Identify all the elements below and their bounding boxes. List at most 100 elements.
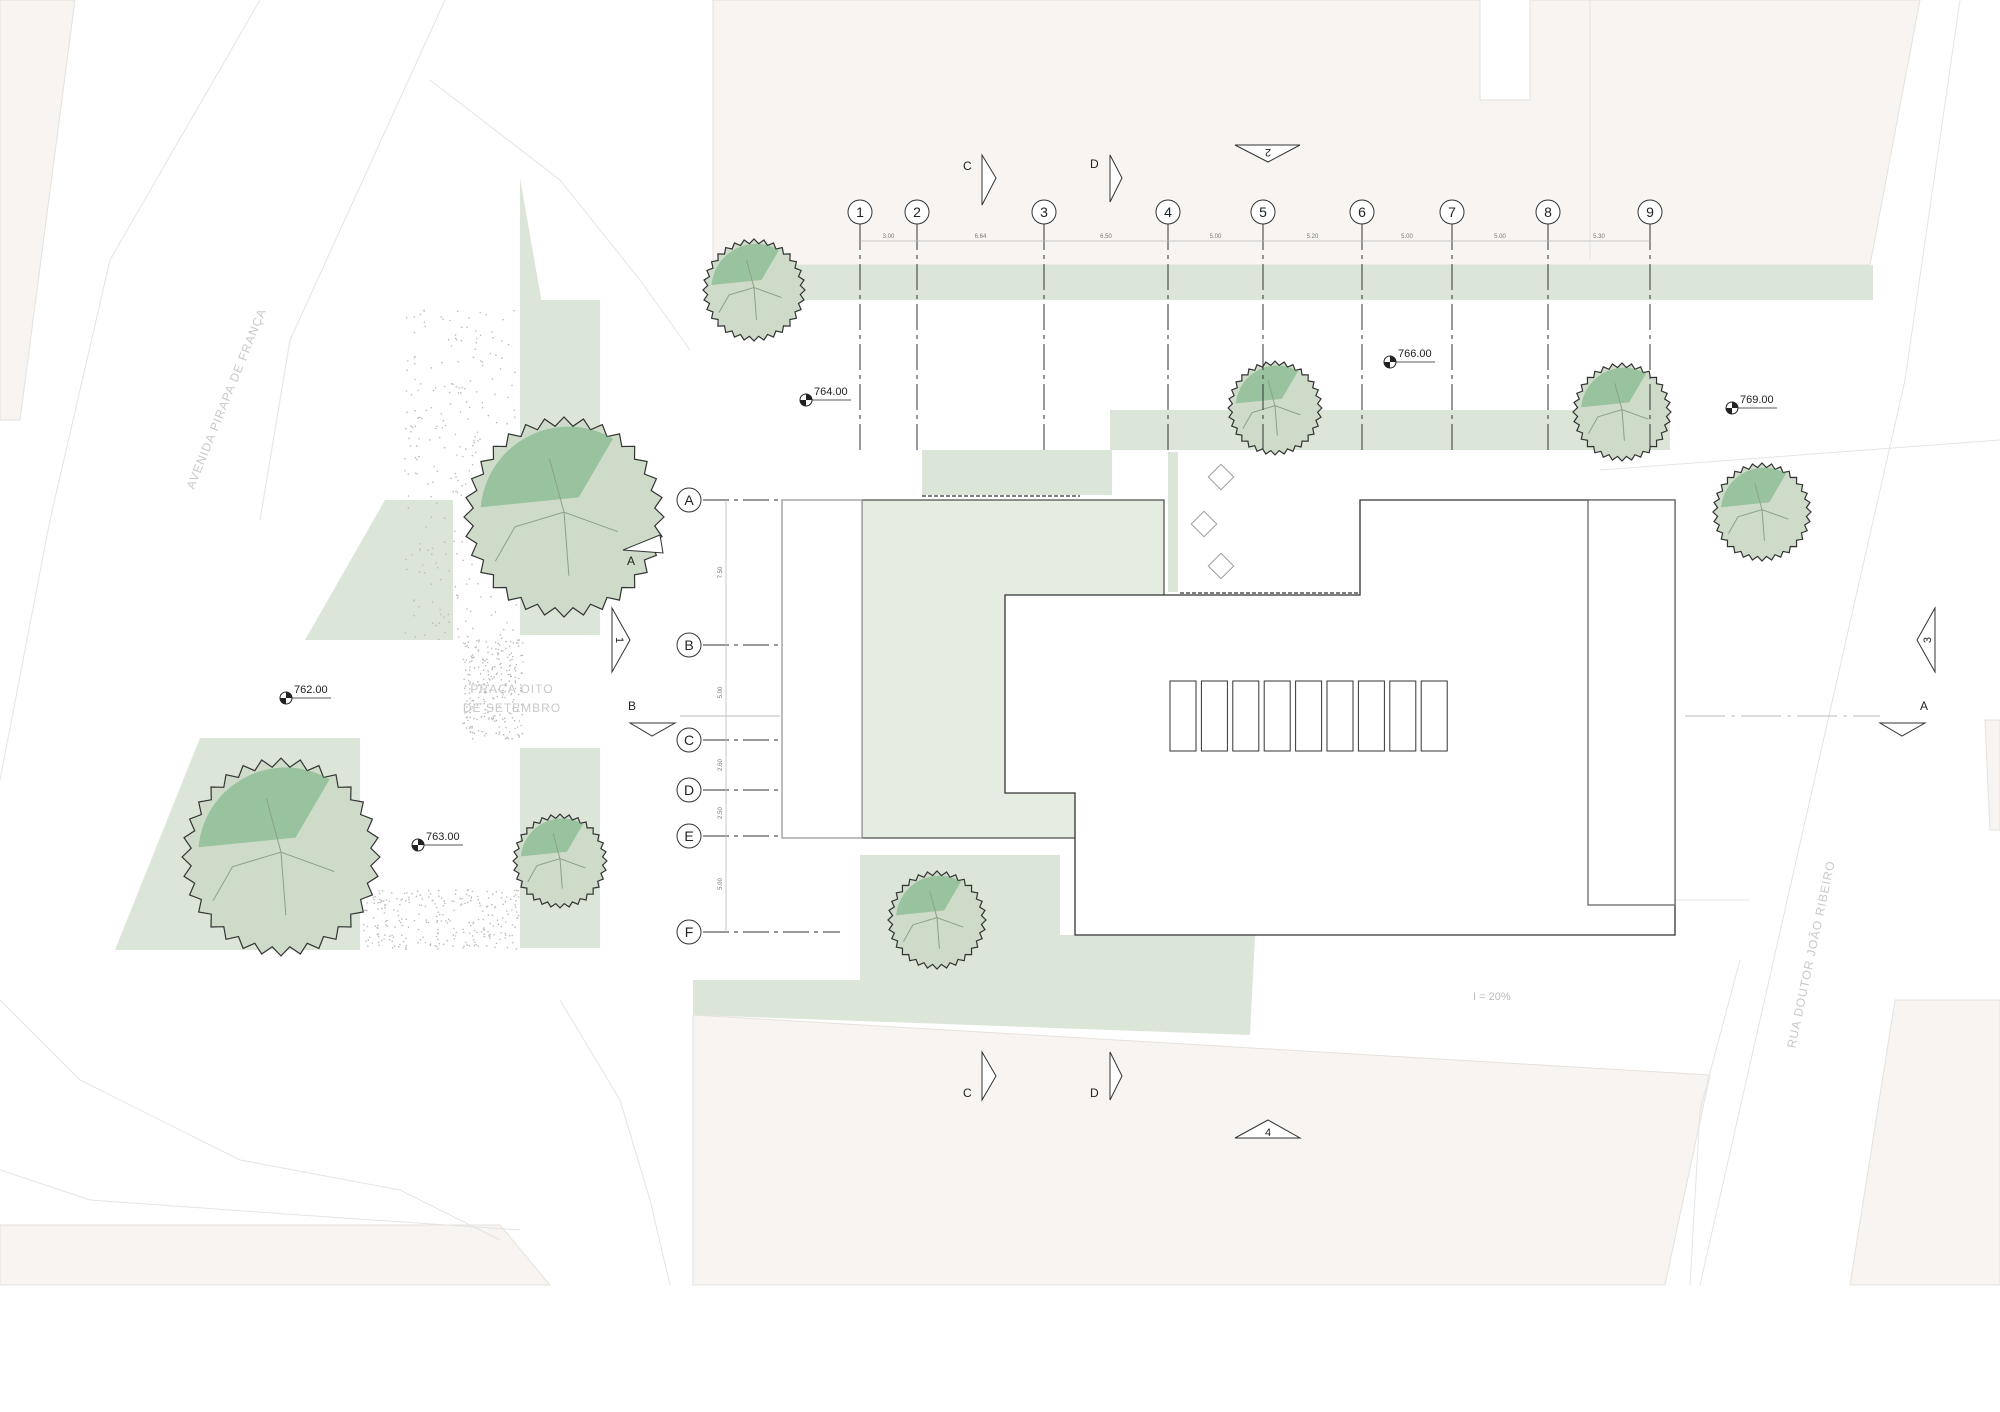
texture-dot [501, 917, 504, 919]
texture-dot [400, 921, 402, 924]
texture-dot [480, 596, 482, 598]
texture-dot [473, 717, 475, 720]
elevation-symbol-fill [412, 839, 424, 851]
texture-dot [480, 716, 483, 718]
east-wing [1587, 499, 1676, 906]
texture-dot [491, 903, 493, 906]
texture-dot [384, 903, 387, 906]
texture-dot [469, 666, 471, 668]
square-label-line2: DE SETEMBRO [463, 701, 561, 715]
texture-dot [476, 718, 478, 721]
texture-dot [504, 937, 507, 939]
texture-dot [502, 650, 504, 652]
texture-dot [405, 390, 408, 392]
texture-dot [438, 942, 440, 945]
grid-row-bubble [676, 919, 702, 945]
texture-dot [484, 690, 487, 692]
texture-dot [376, 933, 379, 936]
texture-dot [467, 719, 469, 722]
texture-dot [419, 543, 422, 545]
texture-dot [462, 722, 464, 725]
texture-dot [465, 893, 468, 896]
texture-dot [454, 334, 457, 336]
texture-dot [446, 922, 449, 924]
texture-dot [489, 933, 491, 936]
texture-dot [500, 925, 503, 928]
texture-dot [452, 945, 454, 947]
texture-dot [459, 411, 462, 413]
texture-dot [382, 900, 385, 902]
texture-dot [442, 914, 444, 916]
texture-dot [457, 479, 459, 482]
texture-dot [437, 938, 439, 940]
texture-dot [464, 712, 466, 714]
tree-shade [198, 767, 330, 848]
texture-dot [392, 936, 395, 939]
context-lines [0, 0, 2000, 1286]
texture-dot [514, 416, 516, 419]
texture-dot [454, 585, 457, 588]
texture-dot [498, 731, 501, 734]
texture-dot [468, 727, 471, 729]
texture-dot [490, 614, 493, 616]
texture-dot [404, 632, 407, 634]
texture-dot [408, 901, 411, 904]
grid-row-bubble [676, 823, 702, 849]
texture-dot [423, 634, 426, 637]
grid-column-label: 1 [856, 204, 864, 220]
texture-dot [460, 494, 463, 496]
texture-dot [497, 654, 499, 656]
texture-dot [431, 553, 433, 555]
texture-dot [428, 896, 430, 898]
texture-dot [465, 727, 468, 729]
texture-dot [380, 900, 383, 903]
texture-dot [450, 382, 453, 385]
texture-dot [408, 896, 410, 899]
street-label: RUA DOUTOR JOÃO RIBEIRO [1784, 859, 1838, 1049]
texture-dot [455, 490, 457, 493]
texture-dot [515, 670, 517, 672]
texture-dot [438, 638, 440, 641]
texture-dot [461, 903, 463, 905]
texture-dot [476, 931, 478, 934]
green-strip-top [713, 265, 1873, 300]
texture-dot [441, 427, 444, 429]
texture-dot [484, 691, 486, 694]
texture-dot [477, 582, 479, 585]
texture-dot [471, 464, 474, 466]
texture-dot [464, 483, 467, 485]
grid-column-label: 5 [1259, 204, 1267, 220]
texture-dot [473, 732, 476, 735]
texture-dot [416, 890, 419, 892]
texture-dot [462, 455, 464, 458]
texture-dot [380, 939, 383, 942]
tree-shade [1721, 467, 1786, 508]
texture-dot [434, 624, 437, 627]
texture-dot [491, 653, 494, 656]
view-marker-left [611, 606, 631, 674]
texture-dot [415, 445, 418, 447]
texture-dot [509, 898, 512, 900]
texture-dot [414, 472, 417, 475]
texture-dot [477, 945, 480, 947]
texture-dot [435, 562, 437, 564]
elevation-value: 763.00 [426, 831, 460, 843]
texture-dot [440, 920, 443, 922]
tree [1227, 360, 1323, 456]
texture-dot [404, 946, 407, 949]
texture-dot [468, 669, 471, 671]
section-d-top-arrow [1109, 154, 1123, 203]
texture-dot [471, 731, 474, 734]
texture-dot [475, 391, 478, 393]
texture-dot [453, 530, 456, 533]
texture-dot [512, 941, 514, 944]
texture-dot [436, 945, 438, 948]
texture-dot [366, 902, 369, 904]
elevation-value: 766.00 [1398, 348, 1432, 360]
section-b-arrow [628, 722, 677, 737]
texture-dot [418, 904, 421, 906]
elevation-symbol-fill [800, 394, 812, 406]
texture-dot [489, 922, 491, 925]
texture-dot [508, 712, 511, 714]
texture-dot [471, 890, 474, 893]
